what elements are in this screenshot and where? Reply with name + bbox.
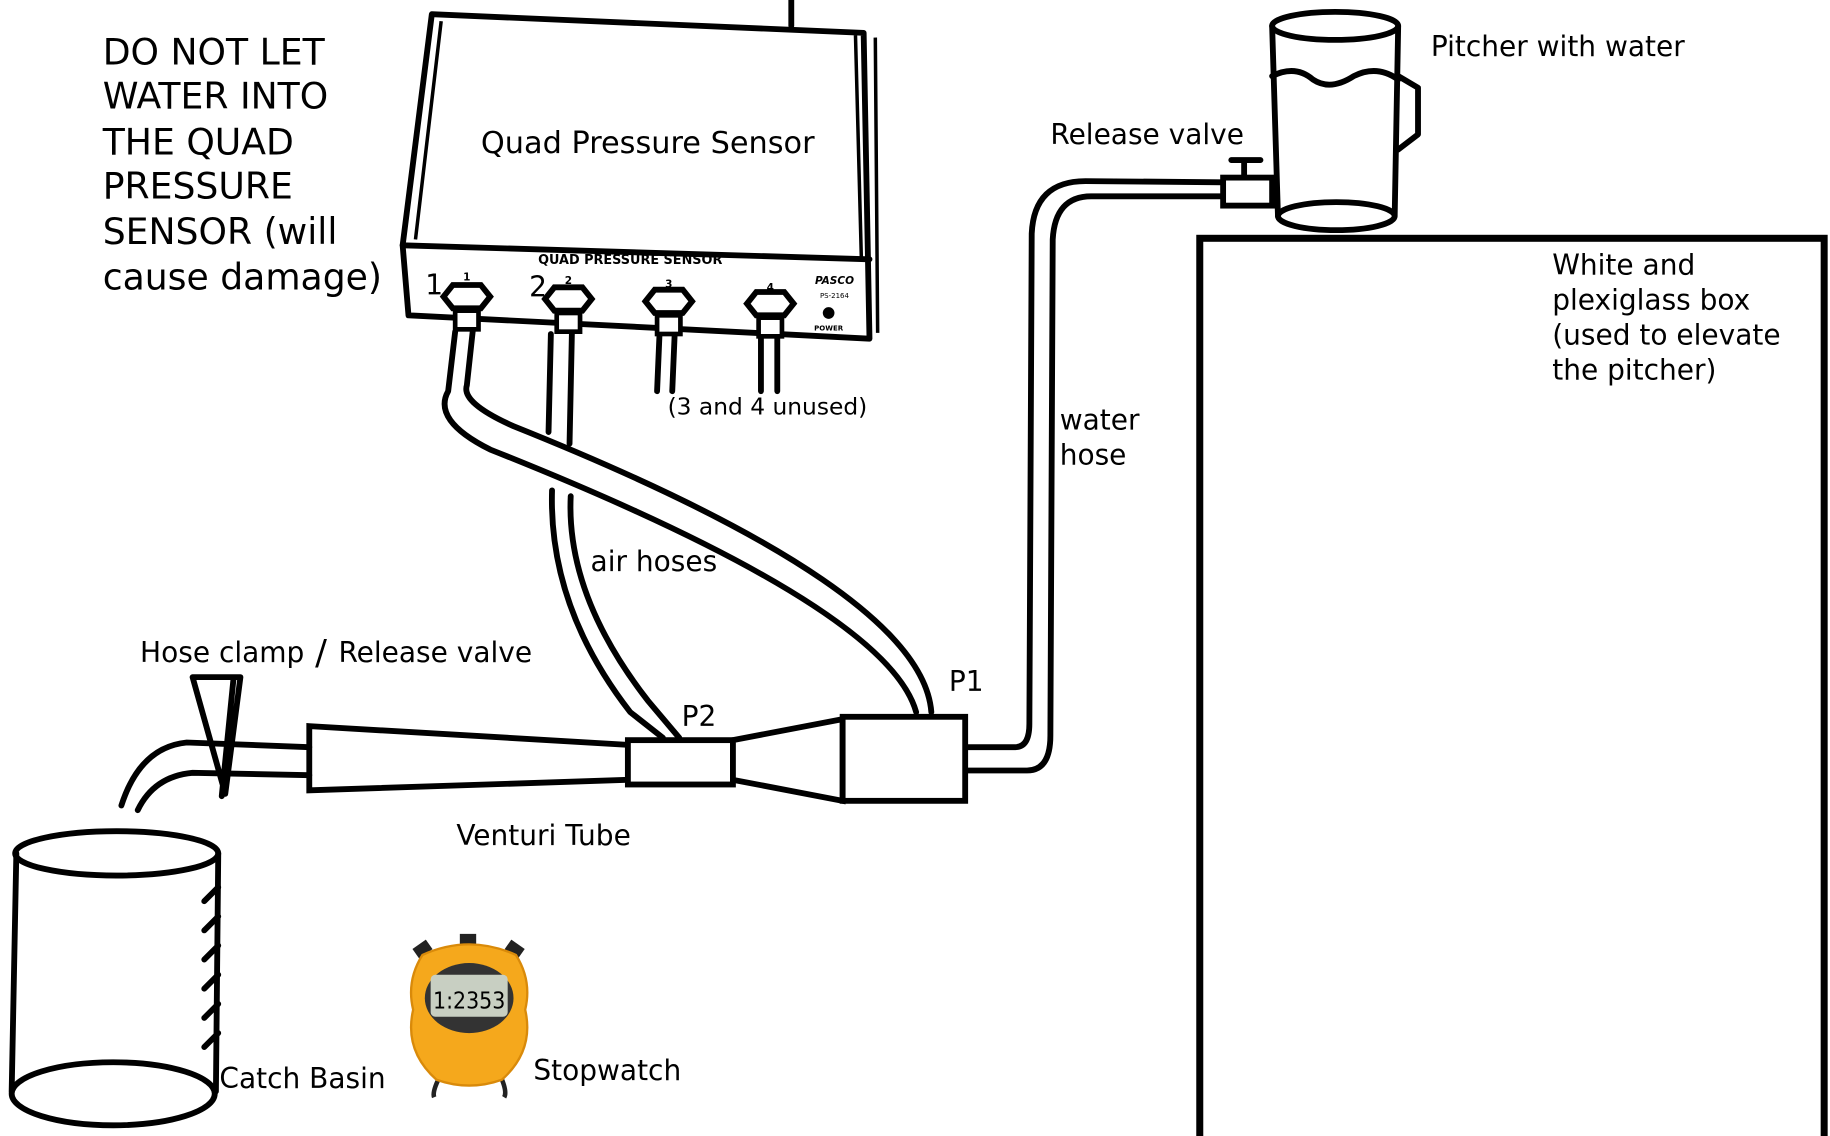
water-hose: [963, 178, 1227, 751]
quad-pressure-sensor: Quad Pressure Sensor QUAD PRESSURE SENSO…: [399, 0, 880, 342]
air-hose-1: [441, 328, 920, 716]
stopwatch-label: Stopwatch: [533, 1054, 681, 1087]
box-label-4: the pitcher): [1552, 354, 1716, 387]
power-led: [822, 307, 835, 319]
pitcher-label: Pitcher with water: [1431, 30, 1685, 63]
box-label-1: White and: [1552, 248, 1695, 281]
model-number: PS-2164: [820, 292, 850, 300]
pitcher: [1269, 8, 1421, 234]
box-label-2: plexiglass box: [1552, 283, 1750, 316]
elevation-box: [1196, 234, 1828, 1136]
sensor-body: [399, 11, 873, 342]
p1-label: P1: [949, 665, 984, 698]
port-label-4: 4: [767, 282, 774, 294]
port-callout-2: 2: [529, 271, 547, 304]
port-label-2: 2: [565, 275, 572, 287]
venturi-label: Venturi Tube: [456, 819, 630, 852]
warning-line-3: THE QUAD: [102, 120, 294, 163]
brand-logo: PASCO: [815, 275, 854, 287]
label-slash: /: [315, 633, 327, 673]
venturi-throat: [624, 737, 736, 788]
port-connector-3: [641, 286, 696, 337]
port-connector-1: [439, 282, 494, 332]
warning-line-2: WATER INTO: [103, 75, 329, 118]
port-connector-4: [743, 289, 798, 339]
port-connector-2: [541, 284, 596, 334]
p2-label: P2: [682, 700, 717, 733]
port-callout-1: 1: [425, 268, 443, 301]
unused-hose-4: [758, 335, 781, 395]
warning-line-6: cause damage): [103, 256, 382, 299]
warning-note: DO NOT LET WATER INTO THE QUAD PRESSURE …: [102, 30, 382, 298]
stopwatch-screen: [430, 974, 508, 1017]
port-label-3: 3: [665, 278, 672, 290]
port-connectors: [439, 282, 798, 339]
unused-note: (3 and 4 unused): [668, 393, 868, 421]
sensor-panel-label: QUAD PRESSURE SENSOR: [538, 253, 722, 268]
unused-hose-3: [654, 333, 678, 395]
power-label: POWER: [814, 324, 844, 332]
port-label-1: 1: [463, 271, 470, 283]
warning-line-4: PRESSURE: [103, 165, 293, 208]
warning-line-5: SENSOR (will: [103, 210, 338, 253]
air-hoses-label: air hoses: [591, 545, 718, 578]
box-label-3: (used to elevate: [1552, 319, 1780, 352]
stopwatch: 1:2353: [409, 933, 529, 1099]
hose-clamp-label: Hose clamp: [140, 636, 304, 669]
venturi-tube: [306, 713, 969, 805]
release-valve-label: Release valve: [1050, 118, 1244, 151]
outlet-hose: [118, 739, 313, 809]
sensor-label: Quad Pressure Sensor: [481, 126, 815, 161]
water-hose-label-2: hose: [1060, 439, 1127, 472]
warning-line-1: DO NOT LET: [103, 30, 326, 73]
air-hose-2: [545, 331, 666, 741]
venturi-inlet-cone: [306, 723, 631, 794]
stopwatch-display: 1:2353: [433, 987, 505, 1015]
catch-basin: [8, 828, 222, 1129]
venturi-outlet-cone: [730, 715, 846, 805]
pitcher-release-valve: [1220, 157, 1276, 209]
measurement-marks: [201, 884, 222, 1051]
catch-basin-label: Catch Basin: [219, 1062, 385, 1095]
water-hose-label-1: water: [1060, 404, 1140, 437]
hose-clamp: [189, 674, 244, 800]
venturi-inlet-section: [839, 713, 969, 804]
clamp-release-valve-label: Release valve: [338, 636, 532, 669]
water-level: [1269, 68, 1402, 88]
pitcher-handle: [1395, 73, 1421, 153]
